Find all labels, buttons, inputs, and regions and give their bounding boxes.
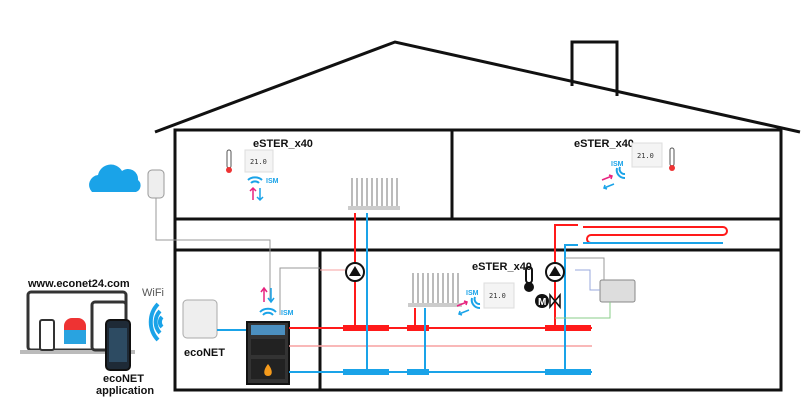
controller-module — [599, 279, 636, 303]
svg-text:ISM: ISM — [611, 161, 624, 168]
cloud-icon — [89, 164, 141, 192]
svg-text:21.0: 21.0 — [489, 292, 506, 300]
phone-small-icon — [39, 319, 55, 351]
thermostat-upper-right: eSTER_x40 21.0 ISM — [574, 138, 675, 190]
econet-module — [182, 299, 218, 339]
thermostat-label: eSTER_x40 — [472, 261, 532, 273]
underfloor-loop — [583, 226, 728, 244]
router-wire — [155, 198, 271, 300]
chimney — [570, 40, 619, 96]
arrow-up-icon — [260, 286, 268, 302]
econet24-devices — [20, 290, 135, 371]
arrow-down-icon — [267, 288, 275, 304]
house-structure — [154, 40, 801, 392]
svg-text:ISM: ISM — [281, 310, 294, 317]
thermostat-label: eSTER_x40 — [253, 138, 313, 150]
boiler — [246, 321, 290, 385]
radiator-icon — [408, 273, 462, 307]
router-icon — [147, 169, 165, 199]
radiator-icon — [348, 178, 400, 210]
roof — [154, 40, 801, 134]
outer-wall — [173, 128, 783, 392]
boiler-wireless: ISM — [259, 286, 294, 317]
mixing-valve-icon: M — [535, 292, 561, 310]
thermostat-label: eSTER_x40 — [574, 138, 634, 150]
thermometer-icon — [669, 147, 675, 167]
thermometer-icon — [226, 149, 232, 169]
svg-text:ISM: ISM — [266, 178, 279, 185]
svg-text:ISM: ISM — [466, 290, 479, 297]
wifi-label: WiFi — [142, 287, 164, 299]
wifi-icon — [148, 302, 164, 342]
thermostat-lower: eSTER_x40 21.0 ISM — [456, 261, 532, 316]
temperature-sensor-icon — [524, 266, 534, 292]
boiler-wire — [279, 267, 320, 315]
svg-text:M: M — [538, 297, 546, 308]
thermostat-upper-left: eSTER_x40 21.0 ISM — [226, 138, 313, 202]
pipes — [289, 213, 728, 375]
app-label-1: ecoNET — [103, 373, 144, 385]
svg-text:21.0: 21.0 — [637, 152, 654, 160]
app-label-2: application — [96, 385, 154, 397]
pump-icon — [345, 262, 365, 282]
econet-label: ecoNET — [184, 347, 225, 359]
website-label: www.econet24.com — [27, 278, 130, 290]
flame-icon — [264, 364, 272, 376]
svg-text:21.0: 21.0 — [250, 158, 267, 166]
pump-icon — [545, 262, 565, 282]
